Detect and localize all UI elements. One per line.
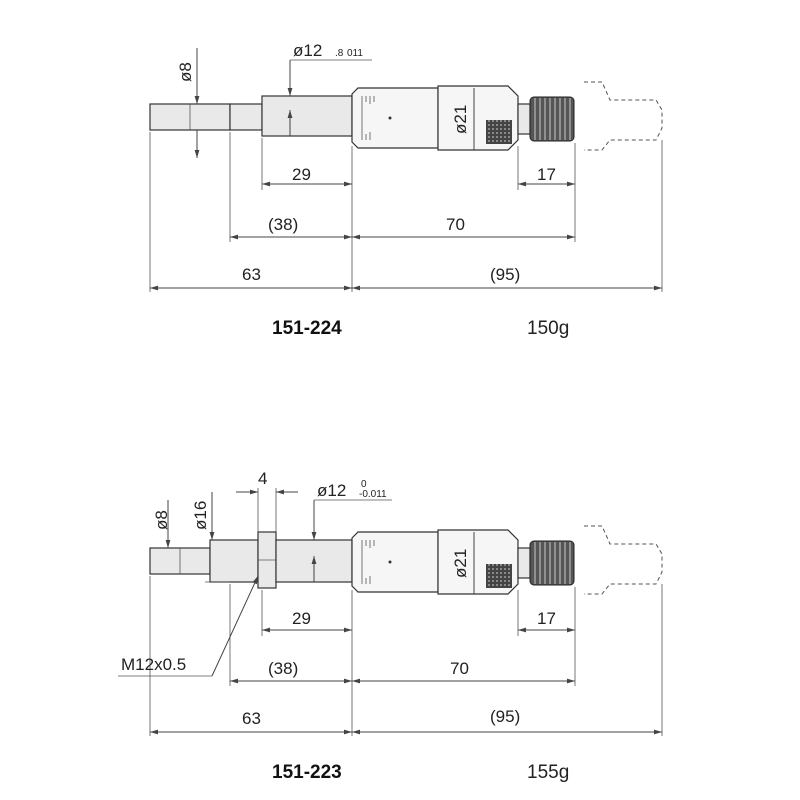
- stem: [261, 95, 353, 137]
- ratchet-knob: [529, 96, 575, 142]
- dim-spindle-diameter: ø8: [176, 62, 195, 82]
- dim-nut-diameter: ø16: [191, 501, 210, 530]
- dim-total-left: 63: [242, 265, 261, 284]
- dim-total-right: (95): [490, 265, 520, 284]
- thimble-knurl: [486, 564, 512, 588]
- thread-section: [209, 539, 259, 583]
- model-number: 151-224: [272, 318, 342, 339]
- dim-stem-diameter: ø12: [317, 481, 346, 500]
- ratchet-neck: [517, 547, 531, 579]
- dim-spindle-ref-length: (38): [268, 659, 298, 678]
- mount-outline: [584, 525, 663, 595]
- dim-ratchet-length: 17: [537, 609, 556, 628]
- dim-total-right: (95): [490, 707, 520, 726]
- model-weight: 150g: [527, 318, 569, 339]
- dim-spindle-ref-length: (38): [268, 215, 298, 234]
- dim-stem-length: 29: [292, 609, 311, 628]
- dim-spindle-diameter: ø8: [152, 510, 171, 530]
- model-number: 151-223: [272, 762, 342, 783]
- mount-outline: [584, 81, 663, 151]
- dim-nut-width: 4: [258, 469, 267, 488]
- dim-stem-tol-lower: -0.011: [359, 489, 387, 500]
- dim-stem-tol-lower: 011: [347, 48, 363, 59]
- stem-collar: [229, 103, 263, 131]
- dim-body-length: 70: [446, 215, 465, 234]
- dim-thimble-diameter: ø21: [451, 549, 470, 578]
- drawing-151-224: ø8 ø12 .8 011 ø21 29 17 (38) 70 63 (95) …: [149, 41, 663, 339]
- ratchet-knob: [529, 540, 575, 586]
- dim-body-length: 70: [450, 659, 469, 678]
- dim-stem-length: 29: [292, 165, 311, 184]
- sleeve: [351, 87, 439, 149]
- thread-spec: M12x0.5: [121, 655, 186, 674]
- dim-ratchet-length: 17: [537, 165, 556, 184]
- sleeve: [351, 531, 439, 593]
- sleeve-scale: [361, 540, 392, 584]
- dim-stem-diameter: ø12: [293, 41, 322, 60]
- drawing-151-223: ø8 ø16 4 ø12 0 -0.011 ø21 M12x0.5 29 17 …: [118, 469, 663, 783]
- dim-stem-tol-upper: 0: [361, 479, 367, 490]
- dim-thimble-diameter: ø21: [451, 105, 470, 134]
- model-weight: 155g: [527, 762, 569, 783]
- sleeve-scale: [361, 96, 392, 140]
- dim-total-left: 63: [242, 709, 261, 728]
- thimble-knurl: [486, 120, 512, 144]
- dim-stem-tol-upper: .8: [335, 48, 344, 59]
- ratchet-neck: [517, 103, 531, 135]
